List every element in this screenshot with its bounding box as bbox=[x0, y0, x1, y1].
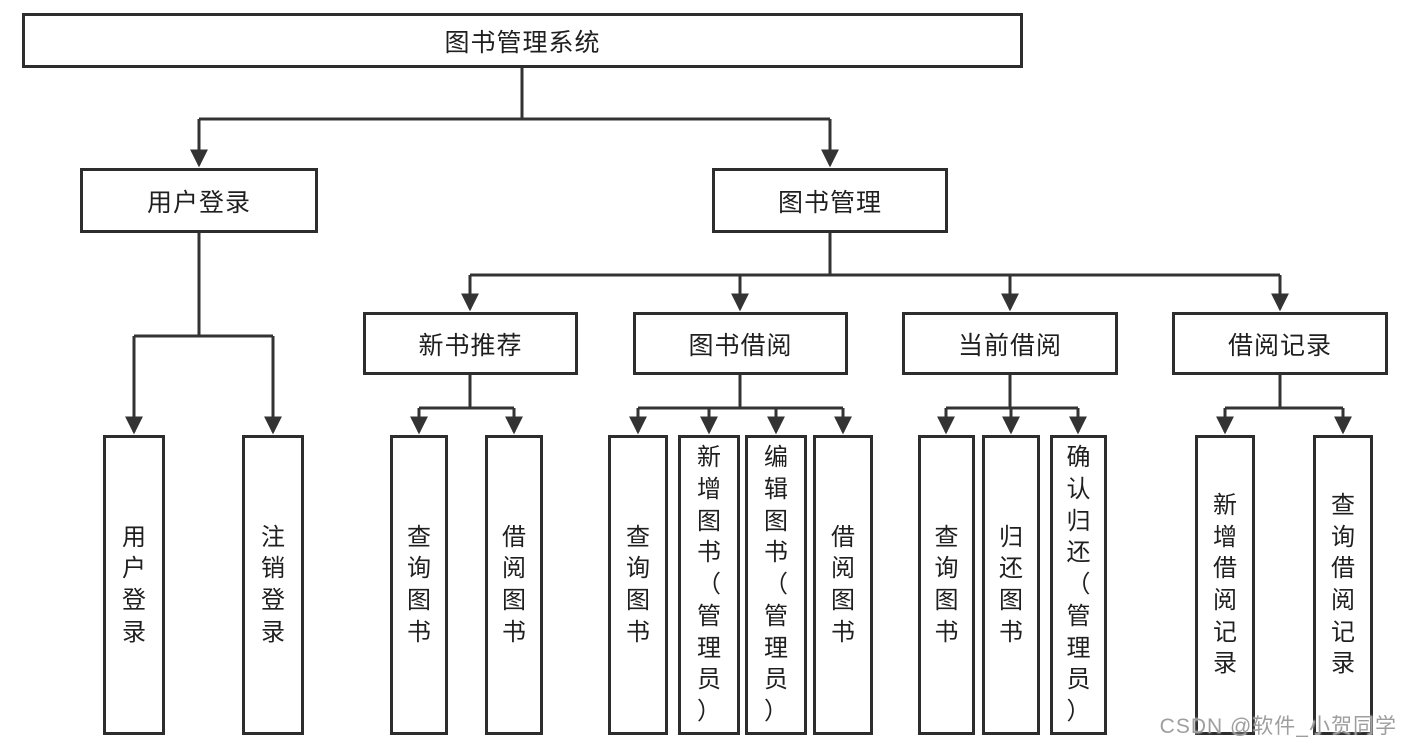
leaf-query-book-current-label: 查询图书 bbox=[934, 523, 959, 646]
leaf-logout: 注销登录 bbox=[242, 435, 304, 735]
leaf-query-book-borrow-label: 查询图书 bbox=[626, 523, 650, 646]
node-user-login: 用户登录 bbox=[80, 168, 318, 233]
node-borrow-records: 借阅记录 bbox=[1172, 312, 1388, 375]
leaf-borrow-book: 借阅图书 bbox=[813, 435, 873, 735]
leaf-confirm-return-admin: 确认归还（管理员） bbox=[1050, 435, 1107, 735]
leaf-add-book-admin-label: 新增图书（管理员） bbox=[697, 444, 721, 725]
node-book-management-label: 图书管理 bbox=[777, 188, 882, 217]
node-root-label: 图书管理系统 bbox=[444, 28, 601, 57]
leaf-logout-label: 注销登录 bbox=[261, 523, 285, 646]
leaf-add-borrow-record-label: 新增借阅记录 bbox=[1213, 491, 1237, 678]
leaf-return-book: 归还图书 bbox=[982, 435, 1040, 735]
node-new-book-recommend-label: 新书推荐 bbox=[418, 331, 523, 360]
node-root: 图书管理系统 bbox=[22, 13, 1023, 68]
leaf-borrow-book-label: 借阅图书 bbox=[831, 523, 855, 646]
leaf-add-book-admin: 新增图书（管理员） bbox=[678, 435, 740, 735]
leaf-user-login: 用户登录 bbox=[103, 435, 165, 735]
leaf-add-borrow-record: 新增借阅记录 bbox=[1195, 435, 1255, 735]
leaf-edit-book-admin-label: 编辑图书（管理员） bbox=[764, 444, 788, 725]
leaf-query-book-current: 查询图书 bbox=[918, 435, 975, 735]
node-current-borrow: 当前借阅 bbox=[902, 312, 1118, 375]
leaf-query-book-recommend: 查询图书 bbox=[390, 435, 448, 735]
watermark: CSDN @软件_小贺同学 bbox=[1159, 715, 1397, 738]
leaf-edit-book-admin: 编辑图书（管理员） bbox=[745, 435, 807, 735]
leaf-return-book-label: 归还图书 bbox=[999, 523, 1023, 646]
leaf-query-book-recommend-label: 查询图书 bbox=[407, 523, 431, 646]
leaf-query-book-borrow: 查询图书 bbox=[608, 435, 668, 735]
leaf-user-login-label: 用户登录 bbox=[122, 523, 146, 646]
leaf-borrow-book-recommend: 借阅图书 bbox=[485, 435, 543, 735]
node-new-book-recommend: 新书推荐 bbox=[363, 312, 578, 375]
node-book-borrow-label: 图书借阅 bbox=[688, 331, 793, 360]
leaf-query-borrow-record-label: 查询借阅记录 bbox=[1331, 491, 1355, 678]
node-book-borrow: 图书借阅 bbox=[633, 312, 848, 375]
node-book-management: 图书管理 bbox=[712, 168, 948, 233]
node-borrow-records-label: 借阅记录 bbox=[1227, 331, 1332, 360]
leaf-confirm-return-admin-label: 确认归还（管理员） bbox=[1066, 444, 1091, 725]
leaf-borrow-book-recommend-label: 借阅图书 bbox=[502, 523, 526, 646]
node-current-borrow-label: 当前借阅 bbox=[957, 331, 1062, 360]
node-user-login-label: 用户登录 bbox=[146, 188, 251, 217]
leaf-query-borrow-record: 查询借阅记录 bbox=[1313, 435, 1373, 735]
